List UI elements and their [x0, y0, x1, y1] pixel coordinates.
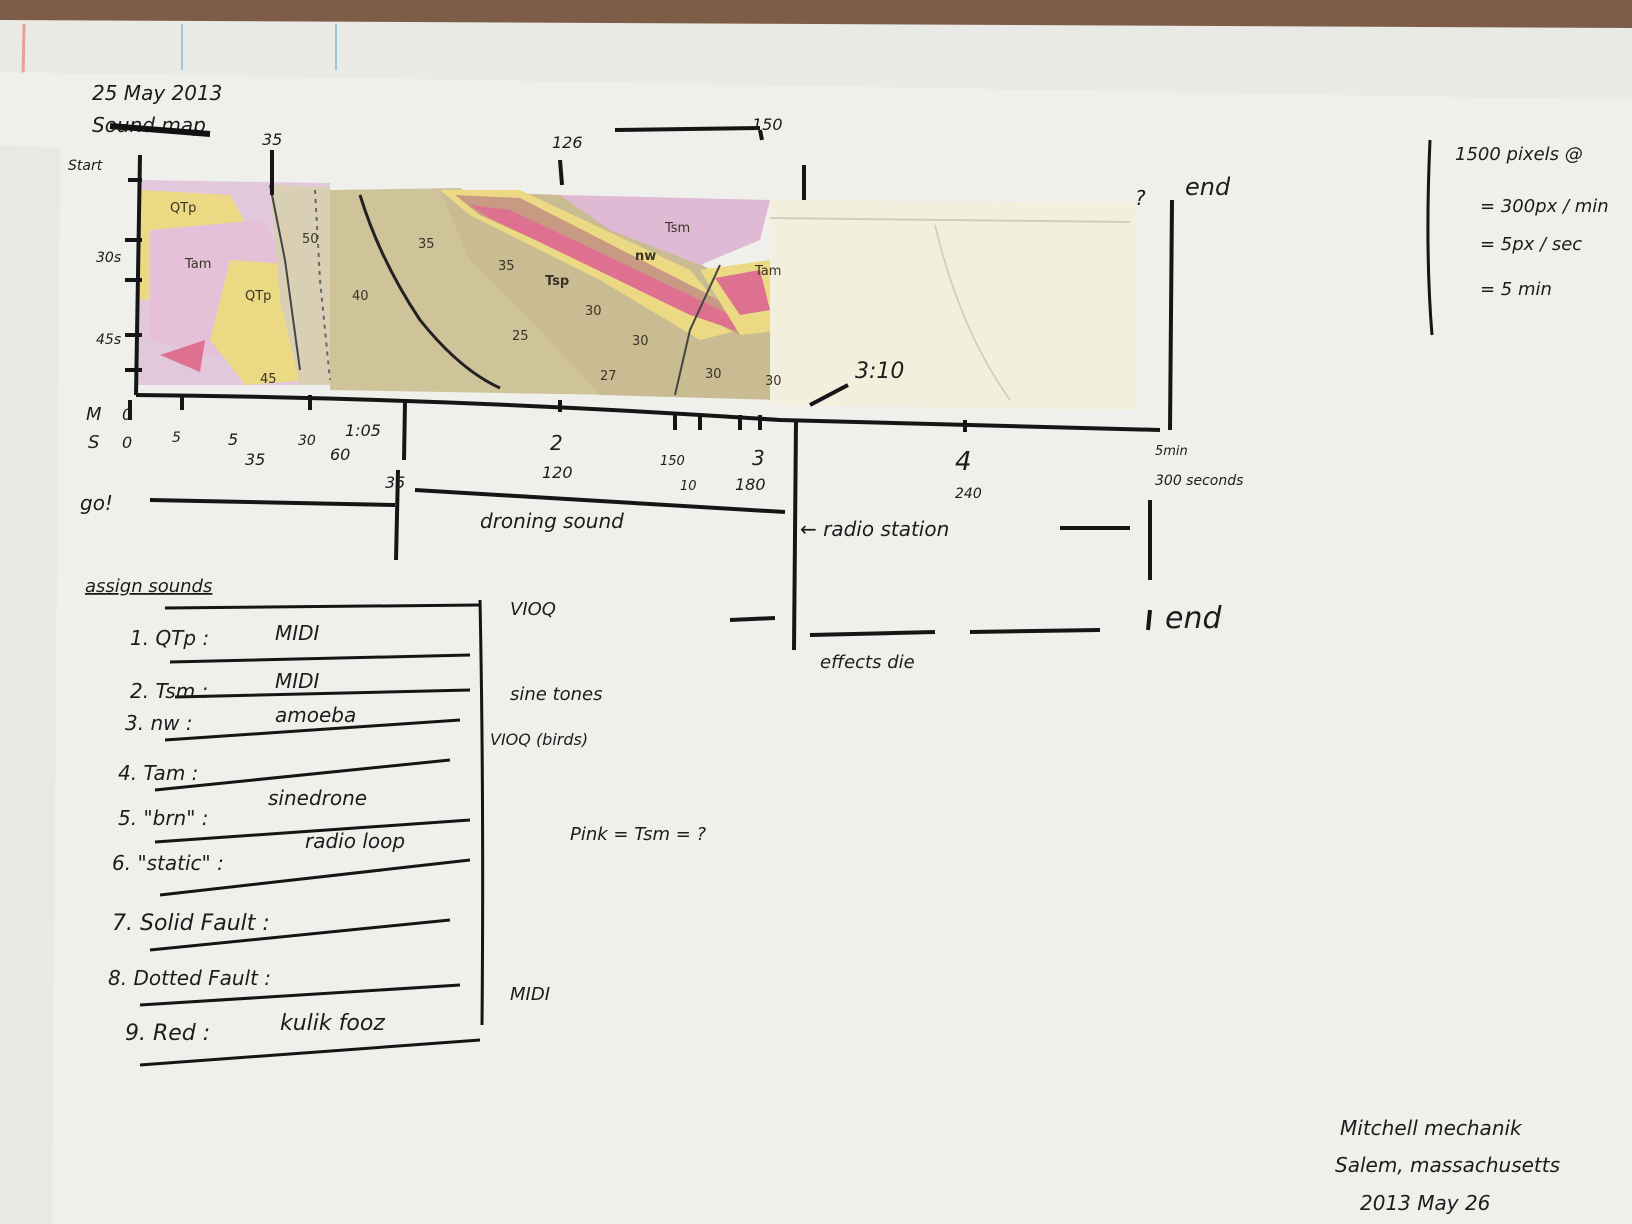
map-label: Tsp [545, 274, 569, 289]
assign-item-label: 4. Tam : [118, 761, 198, 785]
tick-label: 3 [752, 446, 765, 470]
map-label: 25 [512, 329, 529, 344]
tick-label: 180 [735, 475, 766, 494]
top-mark: 35 [262, 130, 282, 149]
effects-die-label: effects die [820, 652, 915, 673]
timeline-35: 35 [385, 473, 405, 492]
assign-item-sound: kulik fooz [280, 1011, 385, 1036]
bottom-axis-labels: M S 0 0 5 5 35 30 1:05 60 2 120 150 10 3… [86, 359, 1243, 502]
strikethrough [109, 123, 211, 137]
assign-item-label: 5. "brn" : [118, 806, 209, 830]
scale-note: 1500 pixels @ = 300px / min = 5px / sec … [1455, 144, 1609, 300]
top-mark: ? [1135, 186, 1146, 210]
top-mark: 126 [552, 133, 583, 152]
assign-item-label: 2. Tsm : [130, 679, 208, 703]
axis-label-30s: 30s [96, 250, 121, 266]
axis-label: M [86, 404, 102, 425]
map-label: 35 [498, 259, 515, 274]
axis-lines [125, 126, 1434, 651]
assign-item-sound: sinedrone [268, 786, 367, 810]
tick-label: 5min [1155, 444, 1188, 459]
map-label: 35 [418, 237, 435, 252]
top-end: end [1185, 173, 1231, 201]
assign-heading: assign sounds [85, 576, 212, 597]
tick-label: 0 [122, 405, 132, 424]
date-note: 25 May 2013 [92, 81, 222, 105]
scale-line: = 300px / min [1480, 196, 1609, 217]
top-mark: 150 [752, 115, 783, 134]
axis-label: S [88, 432, 99, 453]
scale-line: = 5px / sec [1480, 234, 1582, 255]
assign-sounds-list: assign sounds 1. QTp : MIDI 2. Tsm : MID… [85, 576, 603, 1067]
assign-item-label: 3. nw : [125, 711, 193, 735]
geologic-map: QTp Tam QTp Tsm nw Tsp Tam 50 40 35 35 2… [138, 180, 1135, 410]
assign-item-label: 1. QTp : [130, 626, 209, 650]
tick-label: 35 [245, 450, 265, 469]
map-label: Tsm [664, 221, 690, 236]
map-label: 40 [352, 289, 369, 304]
tick-label: 60 [330, 445, 350, 464]
tick-label: 2 [550, 431, 563, 455]
tick-label: 5 [228, 430, 238, 449]
scale-line: 1500 pixels @ [1455, 144, 1583, 165]
tick-label: 1:05 [345, 421, 381, 440]
scale-line: = 5 min [1480, 279, 1552, 300]
map-label: Tam [754, 264, 781, 279]
tick-label: 0 [122, 433, 132, 452]
map-label: 50 [302, 232, 319, 247]
pink-note: Pink = Tsm = ? [570, 824, 707, 845]
signature-name: Mitchell mechanik [1340, 1116, 1523, 1140]
tick-label: 10 [680, 479, 697, 494]
map-label: 30 [765, 374, 782, 389]
tick-label: 4 [955, 447, 972, 477]
axis-label-45s: 45s [96, 332, 121, 348]
tick-label: 300 seconds [1155, 473, 1243, 489]
map-label: QTp [170, 201, 196, 216]
map-label: QTp [245, 289, 271, 304]
assign-item-label: 8. Dotted Fault : [108, 966, 271, 990]
map-label: 30 [585, 304, 602, 319]
assign-item-sound: radio loop [305, 829, 405, 853]
map-label: Tam [184, 257, 211, 272]
assign-item-sound: amoeba [275, 703, 356, 727]
output-label: sine tones [510, 684, 603, 705]
map-label: 45 [260, 372, 277, 387]
go-label: go! [80, 491, 113, 515]
axis-label-start: Start [68, 158, 103, 174]
droning-sound-label: droning sound [480, 509, 624, 533]
marker-310: 3:10 [855, 359, 904, 384]
tick-label: 240 [955, 486, 982, 502]
map-label: 30 [632, 334, 649, 349]
tick-label: 120 [542, 463, 573, 482]
tick-label: 150 [660, 454, 685, 469]
tick-label: 30 [298, 433, 316, 449]
map-label: nw [635, 249, 656, 264]
output-label: MIDI [510, 984, 550, 1005]
tick-label: 5 [172, 430, 181, 446]
end-label: end [1165, 601, 1222, 636]
signature-block: Mitchell mechanik Salem, massachusetts 2… [1335, 1116, 1560, 1215]
assign-item-label: 7. Solid Fault : [112, 911, 270, 936]
assign-item-label: 6. "static" : [112, 851, 224, 875]
output-label: VIOQ [510, 599, 556, 620]
radio-station-label: ← radio station [800, 517, 949, 541]
assign-item-sound: MIDI [275, 669, 320, 693]
assign-item-sound: MIDI [275, 621, 320, 645]
signature-place: Salem, massachusetts [1335, 1153, 1560, 1177]
assign-item-label: 9. Red : [125, 1021, 210, 1046]
signature-date: 2013 May 26 [1360, 1191, 1490, 1215]
map-label: 30 [705, 367, 722, 382]
map-label: 27 [600, 369, 617, 384]
output-label: VIOQ (birds) [490, 730, 588, 749]
paper-edge [0, 145, 60, 1224]
timeline-notes: go! 35 droning sound ← radio station eff… [80, 473, 1222, 673]
